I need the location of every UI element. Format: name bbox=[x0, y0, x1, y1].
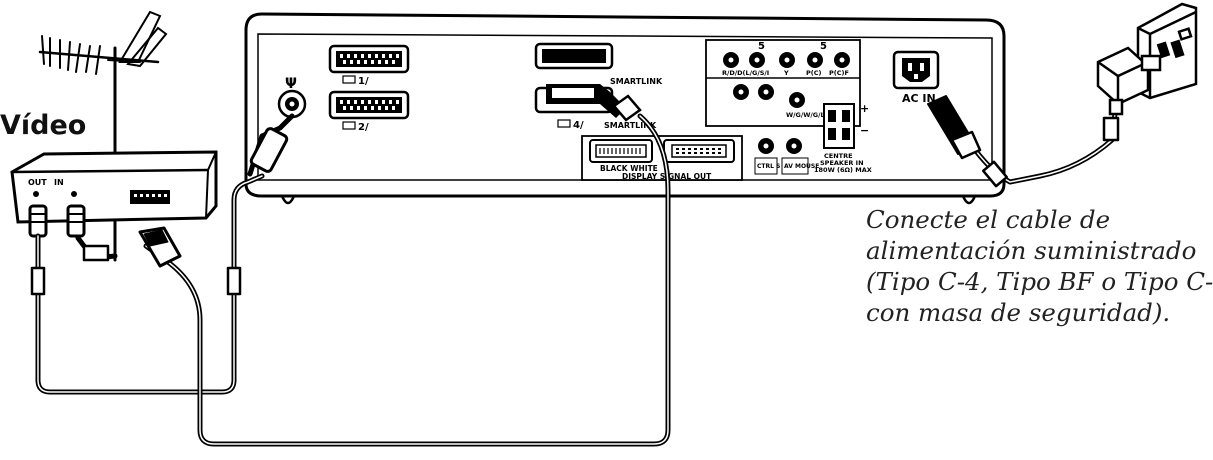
svg-text:+: + bbox=[860, 102, 869, 115]
connection-diagram: Ψ 1/ 2/ SMARTLINK bbox=[0, 2, 1213, 447]
caption-line-4: con masa de seguridad). bbox=[866, 298, 1171, 327]
vcr-device: OUT IN bbox=[10, 150, 218, 224]
scart-1-label: 1/ bbox=[358, 76, 369, 87]
ctrl-s-label: CTRL S bbox=[757, 163, 780, 170]
av5-label-b: 5 bbox=[820, 41, 827, 52]
vcr-rf-in-plug[interactable] bbox=[66, 204, 86, 238]
scart-4-connector[interactable] bbox=[534, 84, 642, 122]
speaker-in-label: SPEAKER IN bbox=[820, 159, 864, 167]
ctrl-s-socket[interactable]: CTRL S bbox=[754, 138, 780, 175]
scart-1-connector[interactable] bbox=[328, 44, 410, 74]
centre-label: CENTRE bbox=[824, 152, 853, 160]
svg-text:−: − bbox=[860, 124, 869, 137]
component-label-4: P(C)F bbox=[829, 69, 849, 77]
scart-4-label: 4/ bbox=[573, 120, 584, 131]
scart-2-connector[interactable] bbox=[328, 90, 410, 120]
vcr-rf-out-plug[interactable] bbox=[28, 204, 48, 238]
tv-rear-unit: Ψ 1/ 2/ SMARTLINK bbox=[244, 12, 1006, 205]
scart-2-label: 2/ bbox=[358, 122, 369, 133]
wg-label: W/G/W/G/L-G/S/I bbox=[786, 111, 845, 119]
power-plug bbox=[1096, 46, 1162, 116]
av5-label-a: 5 bbox=[758, 41, 765, 52]
caption-line-2: alimentación suministrado bbox=[866, 236, 1197, 265]
vcr-in-label: IN bbox=[54, 178, 64, 187]
component-label-3: P(C) bbox=[806, 69, 822, 77]
diagram-canvas: Ψ 1/ 2/ SMARTLINK bbox=[0, 2, 1198, 447]
centre-speaker-terminal[interactable]: + − CENTRE SPEAKER IN 180W (6Ω) MAX bbox=[814, 102, 872, 174]
cables bbox=[30, 95, 1120, 447]
antenna-symbol: Ψ bbox=[285, 76, 297, 92]
component-label-2: Y bbox=[783, 69, 789, 77]
component-label-1: R/D/D(L/G/S/I bbox=[722, 69, 769, 77]
caption-line-1: Conecte el cable de bbox=[866, 205, 1111, 234]
smartlink-label-top: SMARTLINK bbox=[610, 77, 663, 86]
ac-in-socket[interactable]: AC IN bbox=[892, 50, 940, 105]
rf-antenna-input[interactable]: Ψ bbox=[277, 76, 307, 119]
ac-in-label: AC IN bbox=[902, 92, 936, 105]
smartlink-label-bottom: SMARTLINK bbox=[604, 121, 657, 130]
caption-line-3: (Tipo C-4, Tipo BF o Tipo C- bbox=[866, 267, 1213, 296]
power-cable-caption: Conecte el cable de alimentación suminis… bbox=[866, 204, 1213, 328]
black-white-label: BLACK WHITE bbox=[600, 164, 658, 173]
scart-3-connector[interactable] bbox=[534, 42, 614, 70]
av-mouse-label: AV MOUSE bbox=[784, 163, 819, 170]
av-mouse-socket[interactable]: AV MOUSE bbox=[781, 138, 819, 175]
vcr-out-label: OUT bbox=[28, 178, 47, 187]
watt-label: 180W (6Ω) MAX bbox=[814, 166, 872, 174]
video-label: Vídeo bbox=[0, 110, 87, 141]
